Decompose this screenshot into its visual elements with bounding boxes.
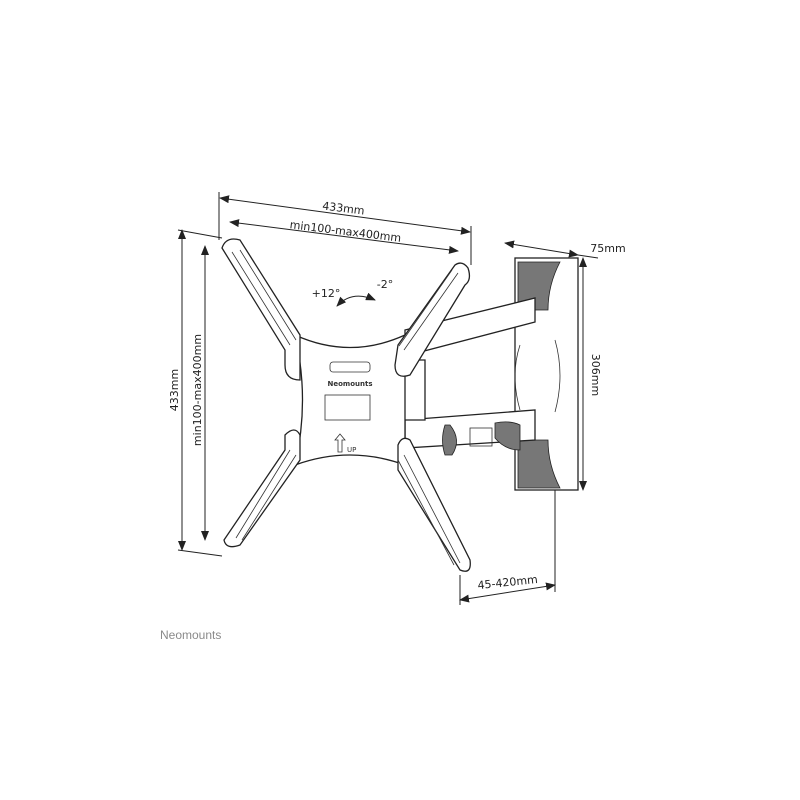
wall-plate-depth-label: 75mm [590,242,625,255]
vesa-height-label: min100-max400mm [191,334,204,446]
brand-caption: Neomounts [160,628,222,642]
tilt-up-label: +12° [312,287,341,300]
wall-plate [514,257,579,491]
wall-distance-label: 45-420mm [477,573,538,592]
up-label: UP [347,446,356,454]
swing-arm [399,297,536,456]
overall-height-label: 433mm [168,369,181,411]
wall-plate-height-label: 306mm [589,354,602,396]
overall-width-label: 433mm [322,199,366,217]
dimension-lines [177,192,599,605]
plate-logo: Neomounts [328,380,373,388]
tilt-down-label: -2° [377,278,393,291]
vesa-width-label: min100-max400mm [289,218,402,245]
vesa-plate: Neomounts UP [221,238,471,572]
